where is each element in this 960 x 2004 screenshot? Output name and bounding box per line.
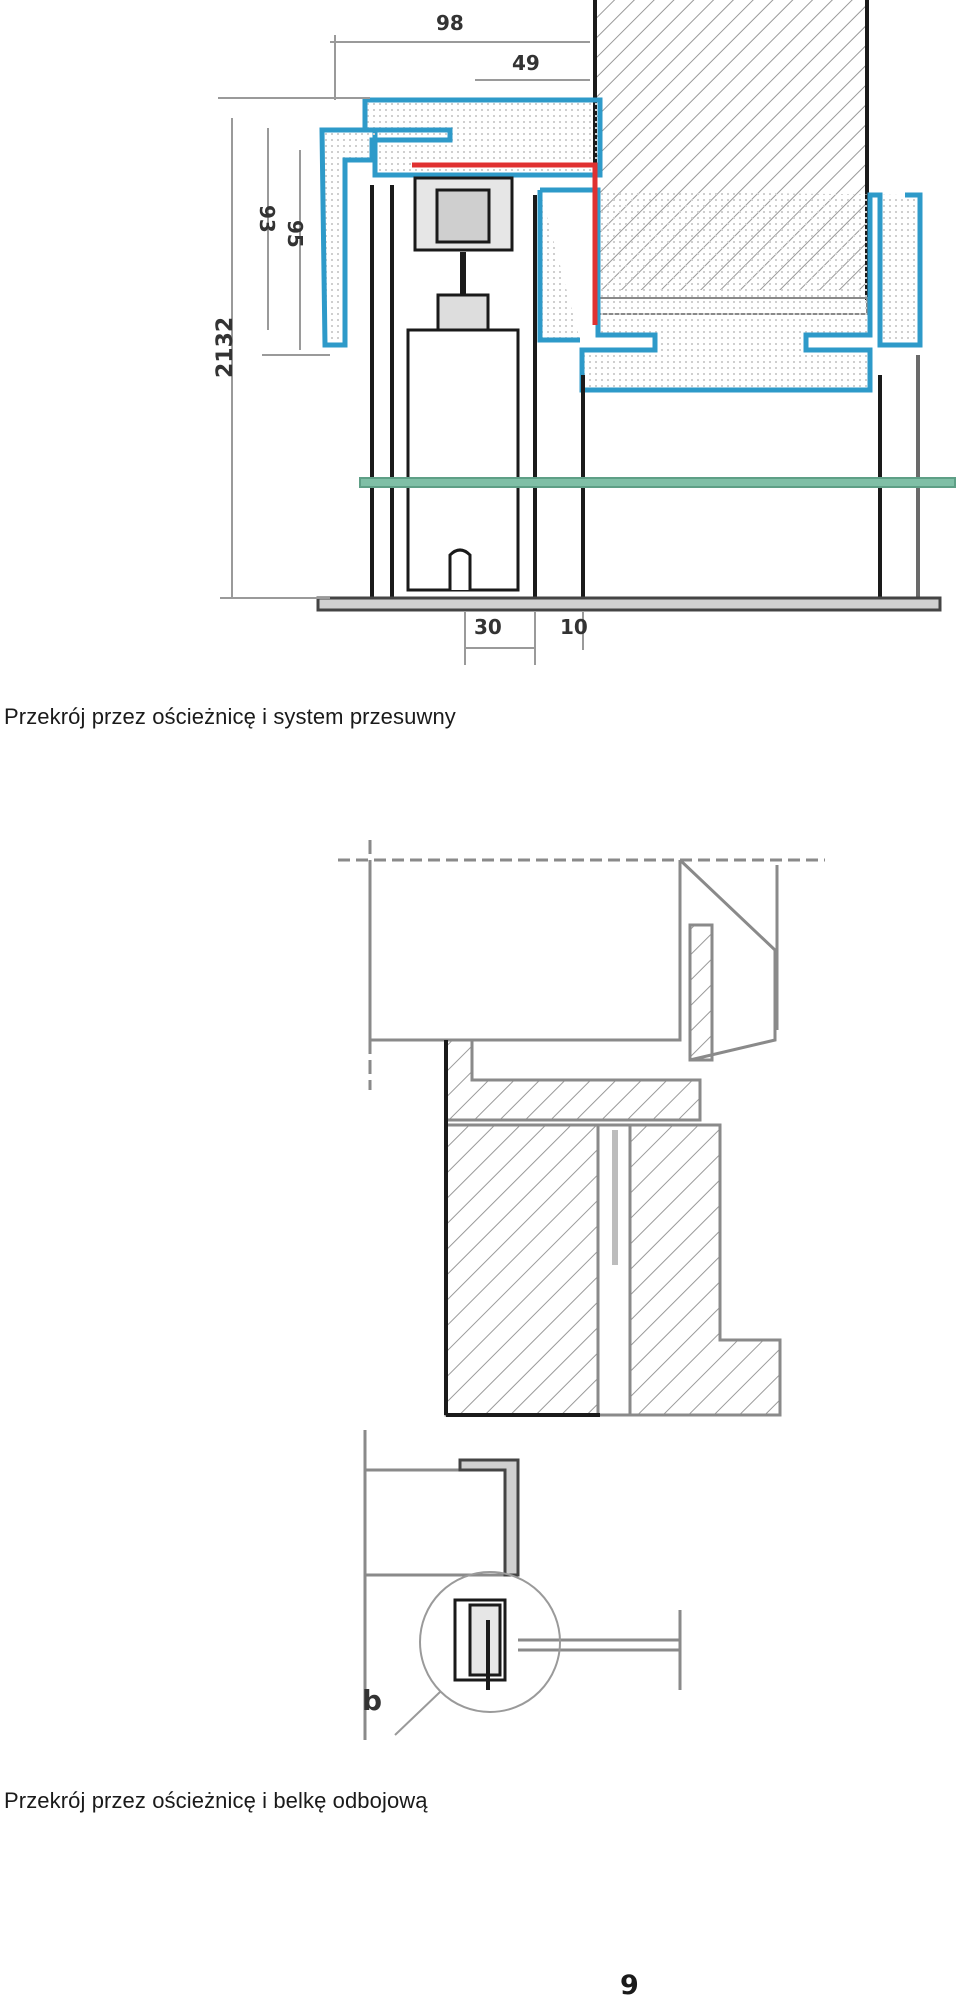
dimension-98: 98 [436, 11, 464, 35]
dimension-30: 30 [474, 615, 502, 639]
bumper-beam-detail [363, 1430, 682, 1740]
dimension-95: 95 [283, 220, 307, 248]
frame-body-section [444, 1038, 782, 1417]
glass-panel [359, 477, 956, 488]
dimension-lines [218, 35, 590, 665]
frame-bumper-beam-section-drawing: b [338, 840, 825, 1740]
dimension-10: 10 [560, 615, 588, 639]
detail-label-b: b [362, 1684, 382, 1717]
aluminium-profiles [319, 97, 923, 393]
upper-frame-outline [338, 840, 825, 1090]
page-number: 9 [620, 1970, 639, 2001]
frame-posts [370, 185, 920, 600]
seal-line [412, 162, 598, 325]
dimension-2132: 2132 [213, 317, 238, 378]
dimension-49: 49 [512, 51, 540, 75]
figure-caption-top: Przekrój przez ościeżnicę i system przes… [4, 704, 456, 729]
frame-sliding-system-section-drawing: 98 49 93 95 2132 30 10 [213, 0, 956, 665]
floor-line [316, 596, 942, 612]
figure-caption-bottom: Przekrój przez ościeżnicę i belkę odbojo… [4, 1788, 428, 1813]
roller-carriage [406, 176, 520, 592]
dimension-93: 93 [255, 205, 279, 233]
